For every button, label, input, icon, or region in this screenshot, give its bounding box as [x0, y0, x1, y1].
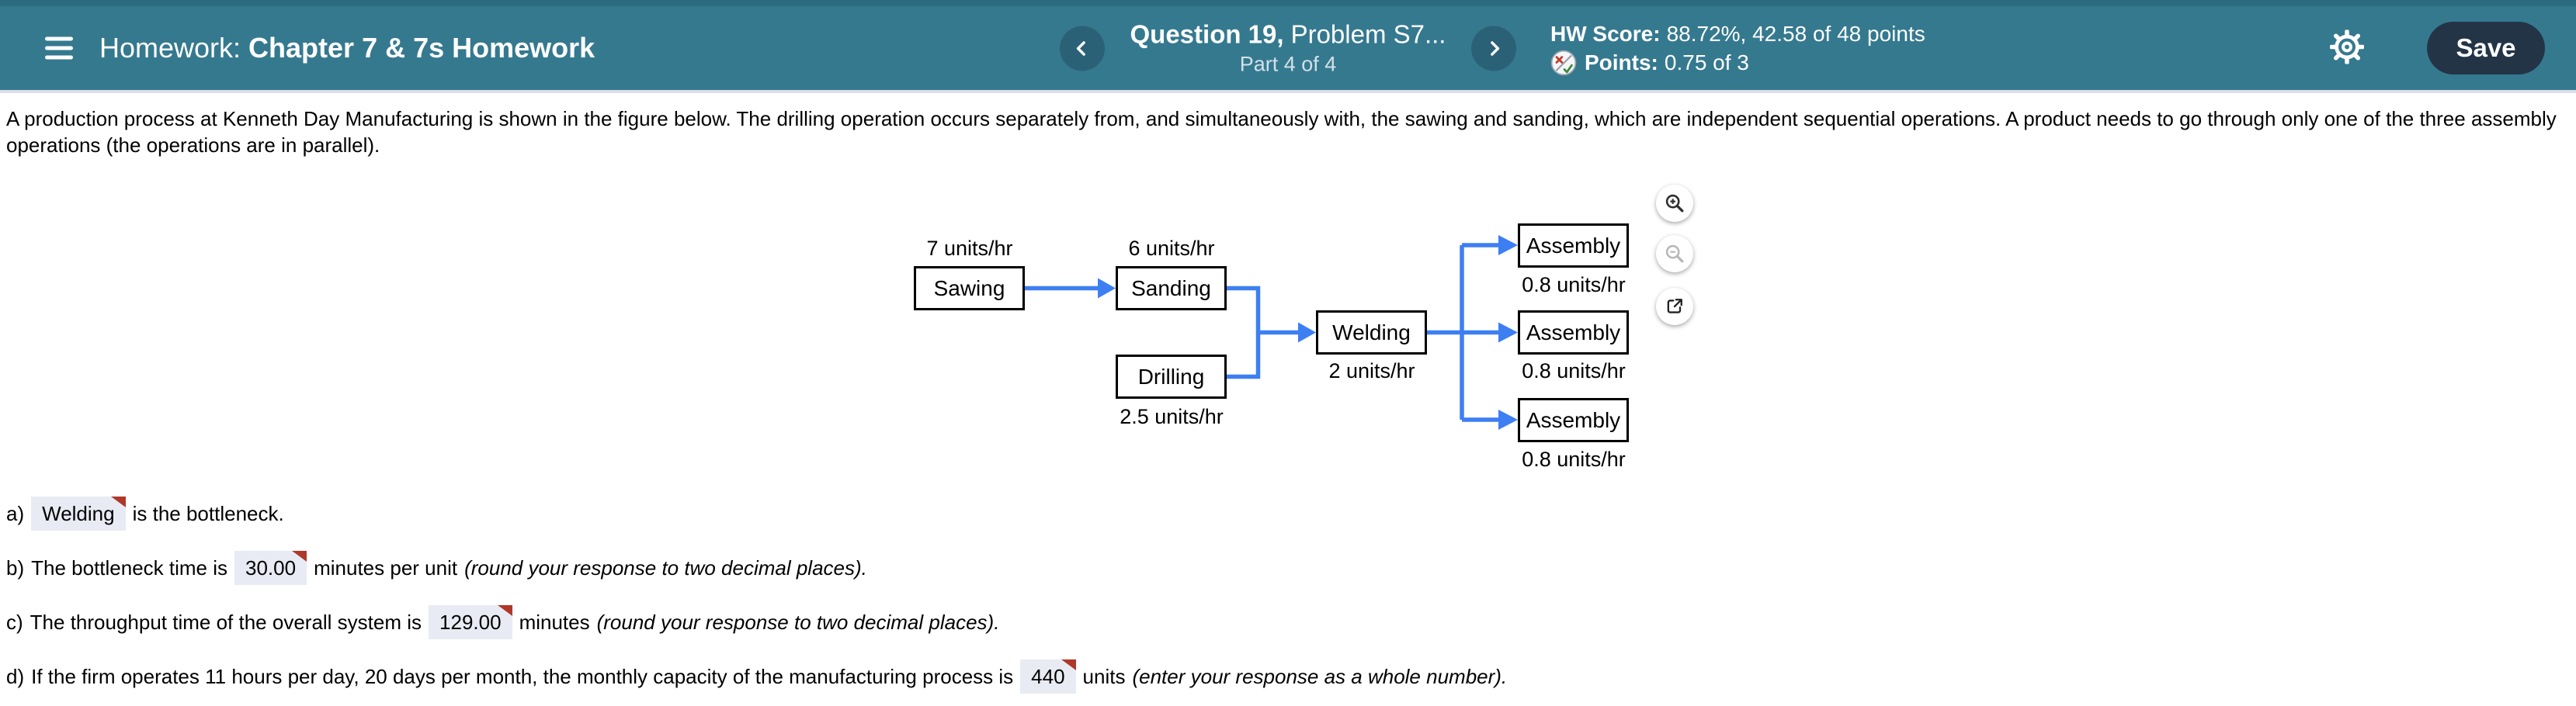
answer-text: The bottleneck time is — [31, 555, 228, 580]
score-panel: HW Score:88.72%, 42.58 of 48 points Poin… — [1550, 19, 1925, 77]
node-box-assembly-bottom: Assembly — [1518, 398, 1629, 442]
node-box-welding: Welding — [1316, 310, 1427, 355]
hw-score-value: 88.72%, 42.58 of 48 points — [1666, 22, 1925, 46]
menu-bar — [45, 36, 73, 41]
answer-row-a: a) Welding is the bottleneck. — [6, 497, 284, 531]
answer-value: Welding — [42, 502, 115, 525]
question-source: Problem S7... — [1290, 19, 1446, 49]
assignment-title: Homework:Chapter 7 & 7s Homework — [99, 32, 595, 64]
answer-note: (round your response to two decimal plac… — [596, 610, 1000, 634]
answer-prefix: a) — [6, 501, 25, 525]
answer-input-throughput-time[interactable]: 129.00 — [429, 605, 512, 639]
gear-icon — [2329, 29, 2365, 65]
answer-value: 440 — [1031, 665, 1065, 688]
menu-bar — [45, 46, 73, 50]
rate-label-drilling: 2.5 units/hr — [1120, 405, 1224, 428]
problem-statement: A production process at Kenneth Day Manu… — [6, 107, 2557, 157]
hw-score-line: HW Score:88.72%, 42.58 of 48 points — [1550, 19, 1925, 48]
open-in-new-window-button[interactable] — [1656, 288, 1693, 325]
answer-row-d: d) If the firm operates 11 hours per day… — [6, 659, 1507, 694]
process-flow-diagram: 7 units/hr 6 units/hr 2.5 units/hr 2 uni… — [893, 182, 1724, 493]
incorrect-flag-icon — [497, 605, 512, 616]
node-box-sawing: Sawing — [914, 266, 1025, 310]
answer-value: 30.00 — [245, 556, 297, 580]
answer-row-b: b) The bottleneck time is 30.00 minutes … — [6, 551, 867, 585]
assignment-title-text: Chapter 7 & 7s Homework — [248, 32, 595, 64]
header-bar: Homework:Chapter 7 & 7s Homework Questio… — [0, 0, 2576, 93]
rate-label-sawing: 7 units/hr — [926, 237, 1013, 260]
node-box-sanding: Sanding — [1116, 266, 1227, 310]
rate-label-assembly-bottom: 0.8 units/hr — [1522, 448, 1626, 471]
answer-text: units — [1082, 664, 1126, 688]
answer-input-bottleneck-time[interactable]: 30.00 — [234, 551, 307, 585]
points-value: 0.75 of 3 — [1664, 50, 1749, 74]
assignment-title-label: Homework: — [99, 32, 241, 64]
incorrect-flag-icon — [1061, 659, 1076, 670]
answer-prefix: c) — [6, 610, 23, 634]
question-navigator: Question 19,Problem S7... Part 4 of 4 — [1060, 20, 1516, 77]
save-button[interactable]: Save — [2427, 22, 2545, 74]
points-label: Points: — [1585, 50, 1658, 74]
next-question-button[interactable] — [1471, 26, 1516, 71]
open-in-new-icon — [1667, 299, 1682, 313]
zoom-out-button[interactable] — [1656, 235, 1693, 272]
node-box-drilling: Drilling — [1116, 355, 1227, 399]
chevron-right-icon — [1491, 40, 1500, 56]
answer-note: (round your response to two decimal plac… — [464, 555, 867, 580]
previous-question-button[interactable] — [1060, 26, 1105, 71]
answer-text: The throughput time of the overall syste… — [30, 610, 422, 634]
zoom-in-icon — [1665, 194, 1684, 213]
zoom-out-icon — [1665, 244, 1684, 263]
answer-text: If the firm operates 11 hours per day, 2… — [31, 664, 1014, 688]
answer-note: (enter your response as a whole number). — [1132, 664, 1508, 688]
answer-input-monthly-capacity[interactable]: 440 — [1020, 659, 1076, 694]
answer-text: minutes per unit — [314, 555, 458, 580]
answer-text: is the bottleneck. — [132, 501, 284, 525]
answer-prefix: b) — [6, 555, 25, 580]
node-box-assembly-top: Assembly — [1518, 223, 1629, 268]
chevron-left-icon — [1076, 40, 1085, 56]
node-box-assembly-middle: Assembly — [1518, 310, 1629, 355]
answer-prefix: d) — [6, 664, 25, 688]
question-part: Part 4 of 4 — [1239, 52, 1337, 76]
rate-label-assembly-middle: 0.8 units/hr — [1522, 359, 1626, 382]
zoom-in-button[interactable] — [1656, 185, 1693, 222]
partial-credit-icon — [1550, 50, 1577, 75]
menu-bar — [45, 55, 73, 60]
answer-dropdown-bottleneck[interactable]: Welding — [31, 497, 126, 531]
question-content: A production process at Kenneth Day Manu… — [0, 93, 2576, 703]
answer-value: 129.00 — [439, 611, 502, 634]
incorrect-flag-icon — [110, 497, 126, 507]
rate-label-welding: 2 units/hr — [1328, 359, 1415, 382]
hw-score-label: HW Score: — [1550, 22, 1661, 46]
rate-label-assembly-top: 0.8 units/hr — [1522, 273, 1626, 296]
question-heading: Question 19,Problem S7... Part 4 of 4 — [1125, 20, 1451, 77]
points-line: Points:0.75 of 3 — [1550, 48, 1925, 77]
question-number: Question 19, — [1130, 19, 1284, 49]
menu-icon[interactable] — [45, 32, 73, 65]
incorrect-flag-icon — [292, 551, 307, 562]
answer-row-c: c) The throughput time of the overall sy… — [6, 605, 999, 639]
flow-arrows — [1025, 235, 1518, 430]
rate-label-sanding: 6 units/hr — [1128, 237, 1215, 260]
answer-text: minutes — [519, 610, 590, 634]
settings-button[interactable] — [2329, 29, 2365, 67]
